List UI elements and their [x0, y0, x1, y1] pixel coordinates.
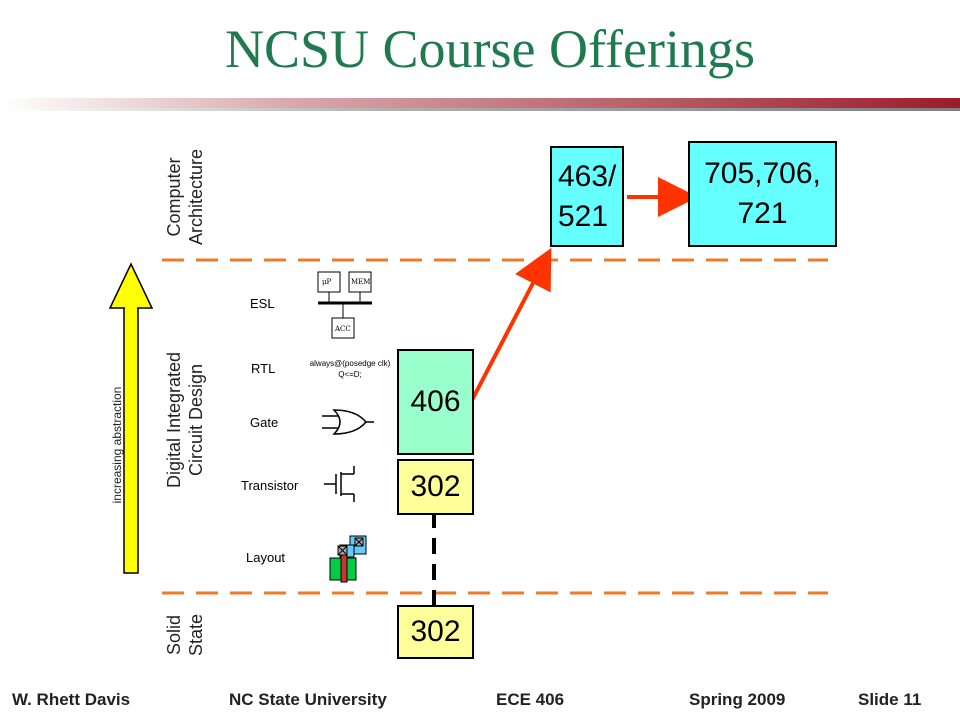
course-box-302-lower: 302 [397, 605, 474, 659]
region-label-digital-integrated: Digital Integrated Circuit Design [164, 351, 206, 489]
esl-block-diagram: μP MEM ACC [317, 271, 372, 339]
rtl-code-snippet: always@(posedge clk) Q<=D; [309, 359, 391, 379]
transistor-symbol [324, 466, 355, 502]
course-box-302-upper: 302 [397, 459, 474, 515]
abstraction-arrow-label: increasing abstraction [110, 386, 124, 504]
footer-slide-number: Slide 11 [858, 690, 922, 709]
course-box-406: 406 [397, 349, 474, 455]
footer-university: NC State University [229, 690, 387, 709]
esl-acc-label: ACC [334, 325, 351, 333]
layout-symbol [329, 535, 367, 583]
arrow-406-to-463 [469, 247, 552, 403]
level-label-rtl: RTL [251, 361, 276, 376]
region-label-solid-state: Solid State [164, 613, 206, 657]
title-rule [0, 98, 960, 108]
level-label-transistor: Transistor [241, 478, 299, 493]
slide-title: NCSU Course Offerings [225, 19, 755, 79]
footer-term: Spring 2009 [689, 690, 786, 709]
esl-mem-label: MEM [351, 278, 370, 286]
footer-author: W. Rhett Davis [12, 690, 131, 709]
footer-course: ECE 406 [496, 690, 565, 709]
region-label-computer-architecture: Computer Architecture [164, 148, 206, 246]
course-box-463-521: 463/ 521 [550, 146, 624, 247]
course-box-705-706-721: 705,706, 721 [688, 141, 837, 247]
gate-symbol [322, 409, 374, 435]
title-rule-shadow [0, 108, 960, 111]
esl-up-label: μP [322, 278, 332, 286]
abstraction-arrow [108, 262, 154, 574]
level-label-gate: Gate [250, 415, 279, 430]
level-label-esl: ESL [250, 296, 275, 311]
level-label-layout: Layout [246, 550, 286, 565]
